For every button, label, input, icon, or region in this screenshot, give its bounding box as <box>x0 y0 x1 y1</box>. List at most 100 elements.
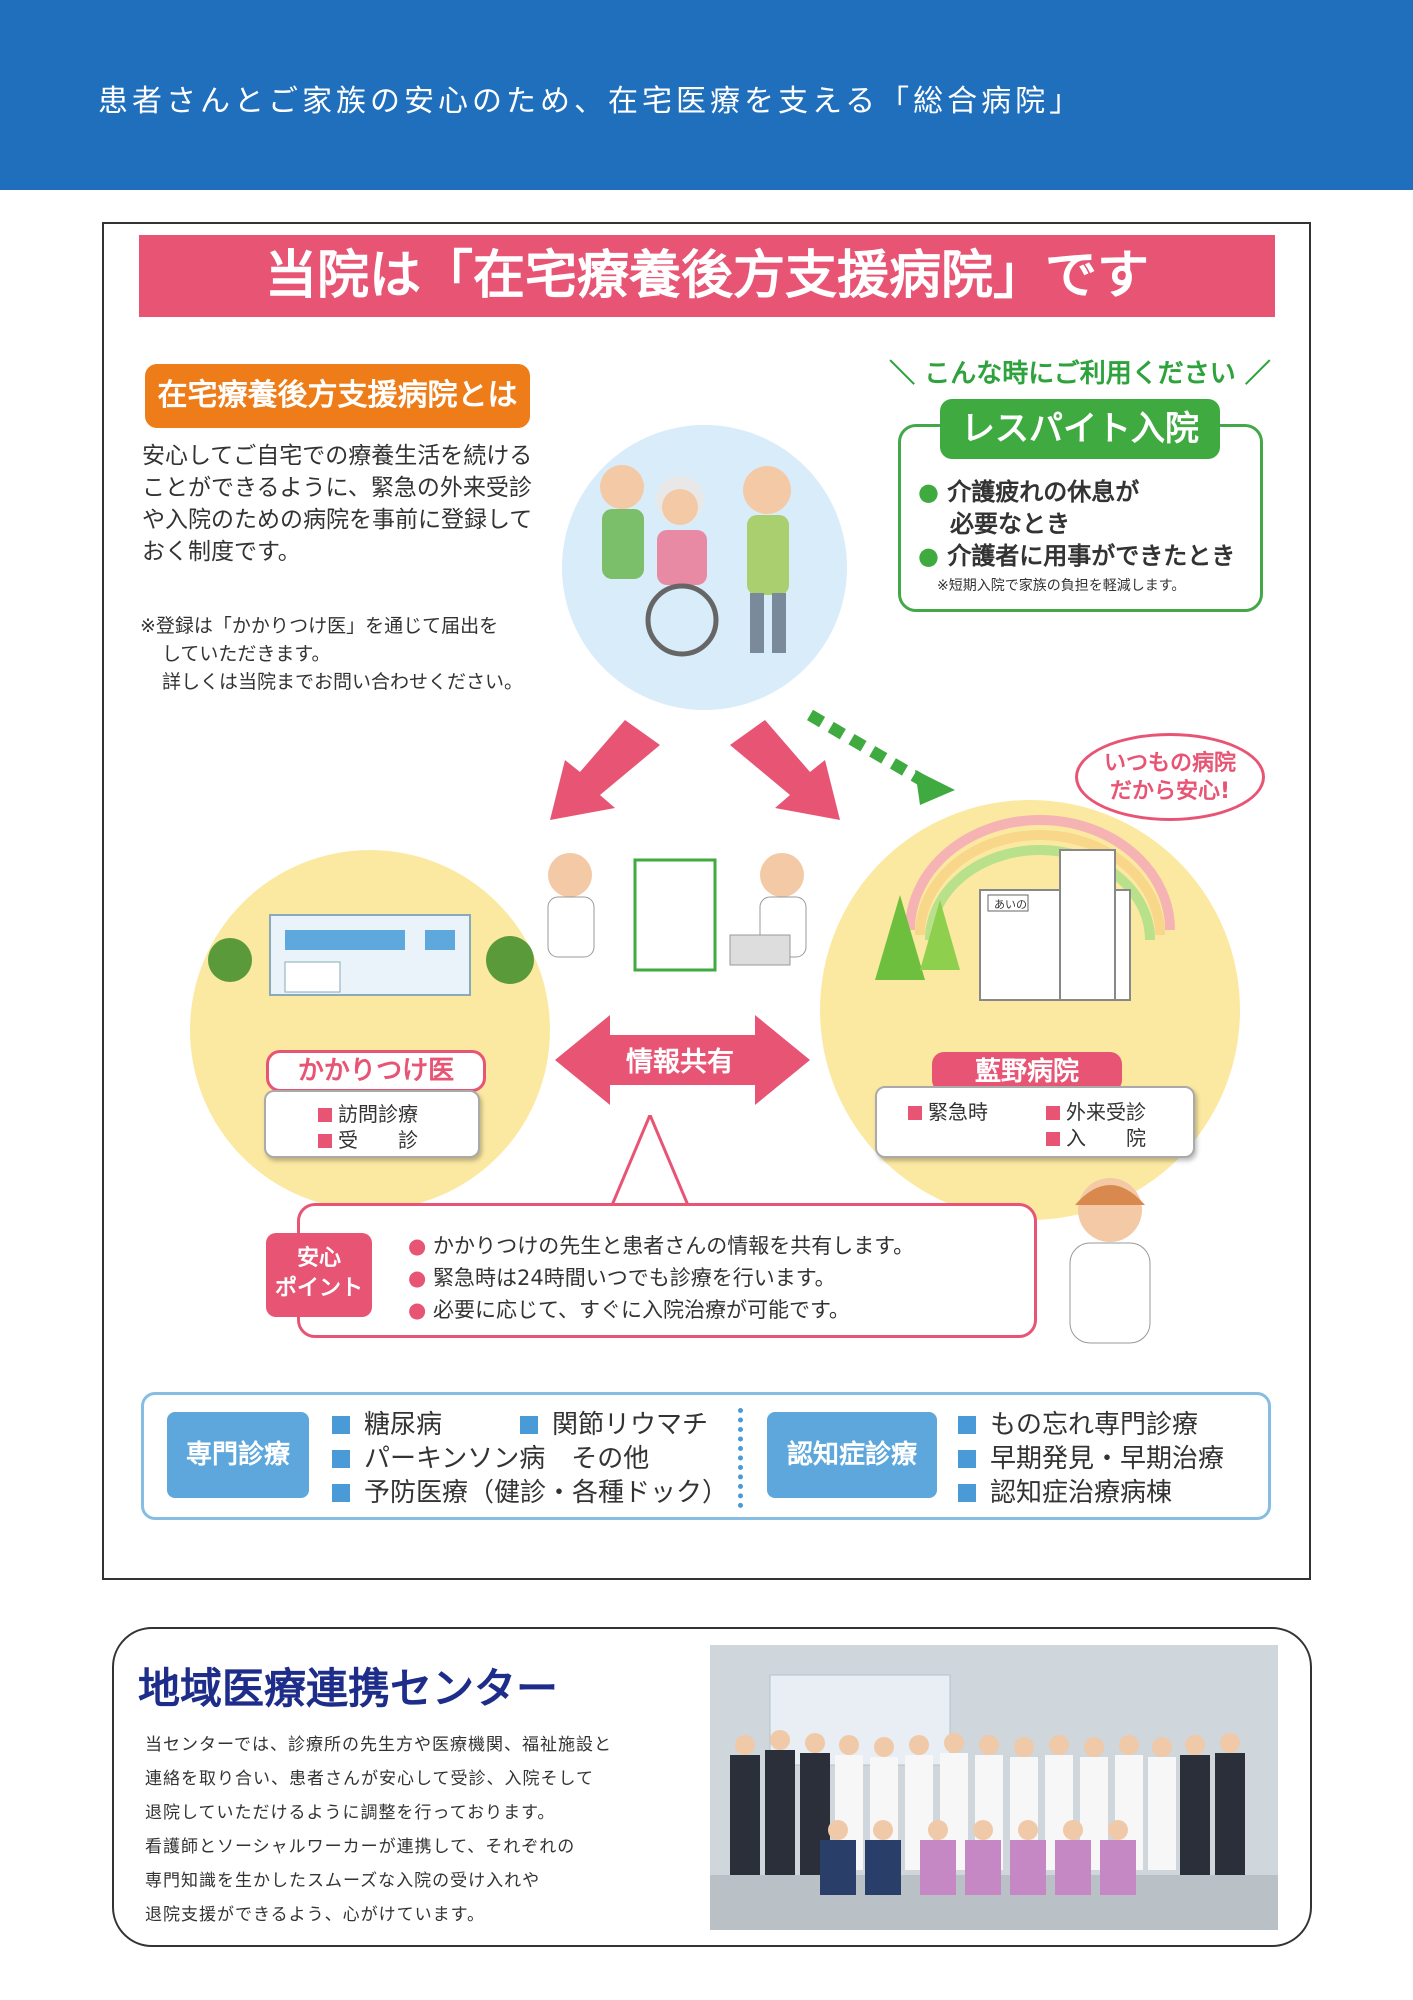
hospital-sign: あいの <box>994 898 1027 911</box>
dementia-label: 認知症診療 <box>767 1412 937 1498</box>
square-bullet-icon <box>1046 1106 1060 1120</box>
square-bullet-icon <box>908 1106 922 1120</box>
service-item-text: 外来受診 <box>1066 1100 1146 1124</box>
flow-arrows <box>550 710 955 820</box>
respite-item-cont: 必要なとき <box>950 510 1070 538</box>
dementia-item: もの忘れ専門診療 <box>958 1404 1198 1441</box>
note-line: ※登録は「かかりつけ医」を通じて届出を <box>140 615 499 637</box>
respite-label: レスパイト入院 <box>940 399 1220 459</box>
respite-note: ※短期入院で家族の負担を軽減します。 <box>937 578 1186 594</box>
square-bullet-icon <box>958 1484 976 1502</box>
callout-pointer <box>608 1115 692 1210</box>
header-banner <box>0 0 1413 190</box>
definition-label: 在宅療養後方支援病院とは <box>145 364 530 428</box>
points-label: 安心 ポイント <box>266 1233 372 1317</box>
definition-note: ※登録は「かかりつけ医」を通じて届出を していただきます。 詳しくは当院までお問… <box>140 612 550 696</box>
hospital-label: 藍野病院 <box>932 1052 1122 1092</box>
info-share-arrow <box>555 1015 810 1105</box>
square-bullet-icon <box>318 1134 332 1148</box>
reassure-bubble: いつもの病院 だから安心! <box>1075 733 1265 821</box>
point-item: ● かかりつけの先生と患者さんの情報を共有します。 <box>408 1230 914 1260</box>
divider <box>738 1408 743 1508</box>
respite-item-text: 介護疲れの休息が <box>947 478 1140 506</box>
center-body-line: 専門知識を生かしたスムーズな入院の受け入れや <box>145 1871 541 1891</box>
square-bullet-icon <box>1046 1132 1060 1146</box>
points-label-line: ポイント <box>274 1276 363 1301</box>
main-frame <box>102 222 1311 1580</box>
point-item: ● 必要に応じて、すぐに入院治療が可能です。 <box>408 1294 850 1324</box>
center-body-line: 連絡を取り合い、患者さんが安心して受診、入院そして <box>145 1769 594 1789</box>
hospital-building-icon: あいの <box>875 815 1175 1001</box>
heading-slash-right: ／ <box>1244 359 1271 389</box>
heading-slash-left: ＼ <box>889 359 916 389</box>
note-line: 詳しくは当院までお問い合わせください。 <box>162 671 524 693</box>
note-line: していただきます。 <box>162 643 331 665</box>
point-item-text: かかりつけの先生と患者さんの情報を共有します。 <box>433 1234 915 1258</box>
info-share-label: 情報共有 <box>626 1047 734 1078</box>
service-item-text: 受 診 <box>338 1128 418 1152</box>
nurse-illustration <box>1069 1178 1151 1344</box>
specialty-box <box>141 1392 1271 1520</box>
bullet-icon: ● <box>408 1234 427 1258</box>
points-label-line: 安心 <box>296 1246 341 1271</box>
respite-item: ● 介護者に用事ができたとき <box>918 536 1235 571</box>
bullet-icon: ● <box>408 1266 427 1290</box>
respite-heading: ＼ こんな時にご利用ください ／ <box>880 353 1280 390</box>
dementia-item-text: 早期発見・早期治療 <box>990 1444 1225 1474</box>
service-item-text: 入 院 <box>1066 1126 1146 1150</box>
family-doctor-services <box>264 1090 480 1158</box>
doctors-illustration <box>547 853 807 972</box>
respite-heading-text: こんな時にご利用ください <box>924 359 1236 389</box>
dementia-item: 早期発見・早期治療 <box>958 1438 1224 1475</box>
service-item: 受 診 <box>318 1124 418 1153</box>
service-item: 外来受診 <box>1046 1096 1146 1125</box>
service-item-text: 訪問診療 <box>338 1102 418 1126</box>
bullet-icon: ● <box>918 542 939 570</box>
specialty-item: 予防医療（健診・各種ドック） <box>332 1472 728 1509</box>
definition-body: 安心してご自宅での療養生活を続けることができるように、緊急の外来受診や入院のため… <box>142 443 533 565</box>
square-bullet-icon <box>520 1416 538 1434</box>
points-box <box>297 1203 1037 1338</box>
specialty-item-text: 関節リウマチ <box>552 1410 709 1440</box>
center-title: 地域医療連携センター <box>138 1664 559 1713</box>
point-item: ● 緊急時は24時間いつでも診療を行います。 <box>408 1262 836 1292</box>
family-illustration <box>562 425 847 710</box>
square-bullet-icon <box>332 1416 350 1434</box>
service-item: 入 院 <box>1046 1122 1146 1151</box>
specialty-item-text: 予防医療（健診・各種ドック） <box>364 1478 729 1508</box>
dementia-item: 認知症治療病棟 <box>958 1472 1172 1509</box>
family-illustration-art <box>600 465 791 657</box>
square-bullet-icon <box>958 1416 976 1434</box>
square-bullet-icon <box>318 1108 332 1122</box>
center-body-line: 退院していただけるように調整を行っております。 <box>145 1803 556 1823</box>
staff-group-image <box>710 1645 1278 1930</box>
family-doctor-label: かかりつけ医 <box>266 1050 486 1092</box>
clinic-building-icon <box>208 914 534 996</box>
point-item-text: 必要に応じて、すぐに入院治療が可能です。 <box>433 1298 850 1322</box>
center-body-line: 当センターでは、診療所の先生方や医療機関、福祉施設と <box>145 1735 612 1755</box>
bubble-line: いつもの病院 <box>1103 751 1236 776</box>
specialty-label: 専門診療 <box>167 1412 309 1498</box>
square-bullet-icon <box>332 1484 350 1502</box>
specialty-item: 関節リウマチ <box>520 1404 708 1441</box>
center-box <box>112 1627 1312 1947</box>
dementia-item-text: 認知症治療病棟 <box>990 1478 1173 1508</box>
point-item-text: 緊急時は24時間いつでも診療を行います。 <box>433 1266 836 1290</box>
square-bullet-icon <box>958 1450 976 1468</box>
service-item: 訪問診療 <box>318 1098 418 1127</box>
specialty-item: パーキンソン病 その他 <box>332 1438 649 1475</box>
specialty-item-text: パーキンソン病 その他 <box>364 1444 650 1474</box>
bullet-icon: ● <box>918 478 939 506</box>
center-body: 当センターでは、診療所の先生方や医療機関、福祉施設と 連絡を取り合い、患者さんが… <box>145 1728 705 1932</box>
service-item: 緊急時 <box>908 1096 988 1125</box>
specialty-item-text: 糖尿病 <box>364 1410 443 1440</box>
respite-item: ● 介護疲れの休息が <box>918 472 1139 507</box>
square-bullet-icon <box>332 1450 350 1468</box>
specialty-item: 糖尿病 <box>332 1404 442 1441</box>
bullet-icon: ● <box>408 1298 427 1322</box>
hospital-services <box>875 1086 1195 1158</box>
center-body-line: 退院支援ができるよう、心がけています。 <box>145 1905 485 1925</box>
page-title: 当院は「在宅療養後方支援病院」です <box>139 235 1275 317</box>
dementia-item-text: もの忘れ専門診療 <box>990 1410 1199 1440</box>
center-body-line: 看護師とソーシャルワーカーが連携して、それぞれの <box>145 1837 576 1857</box>
